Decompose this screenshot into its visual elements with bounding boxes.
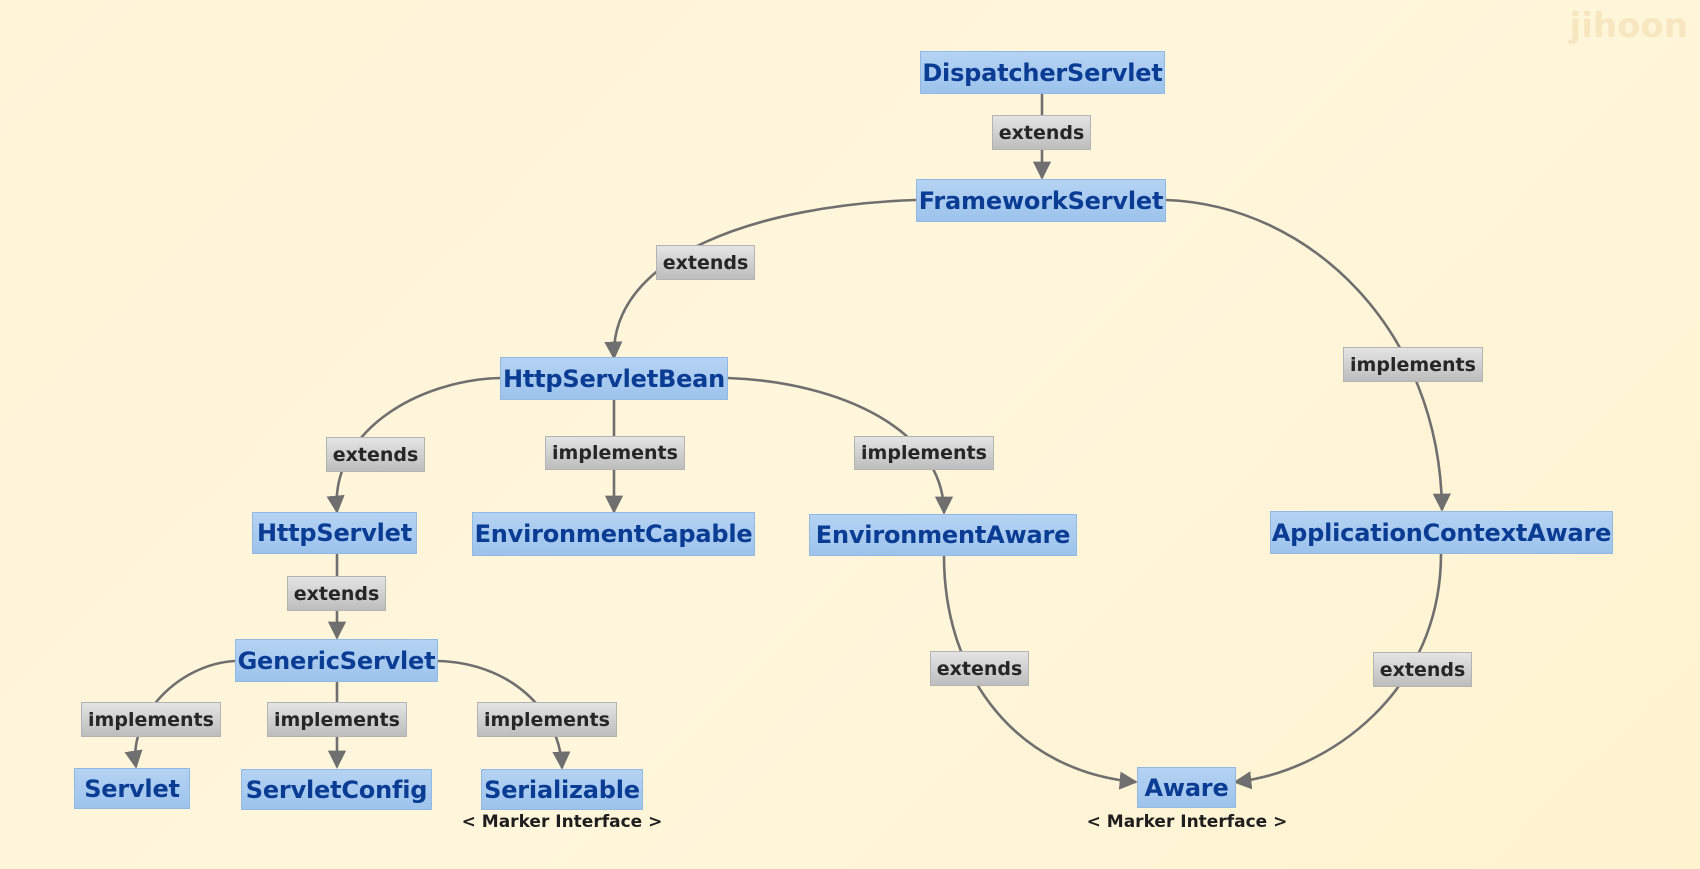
label-extends: extends [1373, 652, 1472, 687]
label-implements: implements [267, 702, 407, 737]
node-servlet-config: ServletConfig [241, 769, 432, 810]
node-environment-capable: EnvironmentCapable [472, 512, 755, 556]
edge-httpservletbean-httpservlet [326, 376, 501, 514]
node-aware: Aware [1137, 767, 1236, 808]
node-http-servlet: HttpServlet [252, 512, 417, 554]
watermark-text: jihoon [1569, 6, 1688, 46]
note-marker-interface: < Marker Interface > [461, 812, 663, 832]
label-implements: implements [545, 436, 685, 470]
label-implements: implements [477, 702, 617, 737]
edge-applicationcontextaware-aware [1233, 553, 1443, 790]
label-implements: implements [1343, 347, 1483, 382]
note-marker-interface: < Marker Interface > [1086, 812, 1288, 832]
label-implements: implements [81, 702, 221, 737]
edge-framework-httpservletbean [604, 198, 917, 360]
node-generic-servlet: GenericServlet [235, 639, 438, 682]
node-servlet: Servlet [74, 768, 190, 809]
node-environment-aware: EnvironmentAware [809, 514, 1077, 556]
edge-httpservletbean-environmentaware [727, 376, 954, 515]
edge-genericservlet-serializable [437, 659, 571, 770]
edge-framework-applicationcontextaware [1165, 198, 1451, 512]
label-extends: extends [656, 245, 755, 280]
node-framework-servlet: FrameworkServlet [916, 179, 1166, 222]
label-extends: extends [326, 437, 425, 472]
label-extends: extends [287, 576, 386, 611]
label-extends: extends [992, 115, 1091, 150]
label-extends: extends [930, 651, 1029, 686]
edge-environmentaware-aware [942, 555, 1138, 790]
node-dispatcher-servlet: DispatcherServlet [920, 51, 1165, 94]
node-serializable: Serializable [481, 769, 643, 810]
edge-genericservlet-servlet [124, 659, 236, 769]
node-application-context-aware: ApplicationContextAware [1270, 511, 1613, 554]
label-implements: implements [854, 436, 994, 470]
node-http-servlet-bean: HttpServletBean [500, 357, 728, 400]
